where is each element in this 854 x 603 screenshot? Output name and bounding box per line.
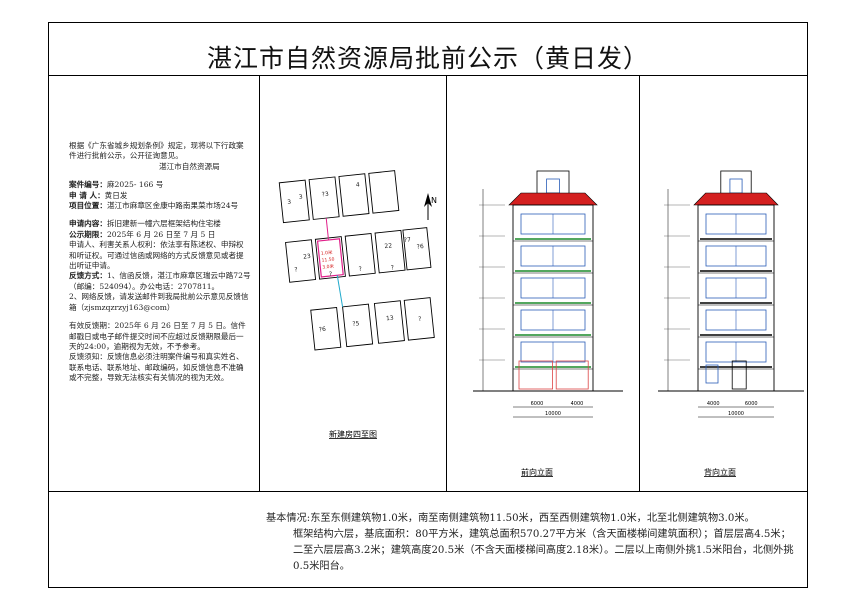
plot-label: 3 [299,193,304,200]
feedback-email: 2、网络反馈，请发送邮件到我局批前公示意见反馈信箱（zjsmzqzrzyj163… [69,292,249,312]
stair-window [546,178,560,194]
plot-label: ? [418,316,422,323]
back-elevation-caption: 背向立面 [704,467,736,477]
dimension-value: 6000 [745,401,758,407]
validity-period: 有效反馈期：2025年 6 月 26 日至 7 月 5 日。信件邮戳日或电子邮件… [69,321,246,351]
dimension-total: 10000 [728,411,744,417]
left-column-divider [259,75,260,491]
site-plan-caption: 新建房四至图 [329,429,377,439]
roof [693,192,779,206]
shop-door [555,360,589,390]
site-plan-drawing: 1.0米 11.50 3.0米 33 ?3 4 23 22 ?7 ?6???? ?6 ?5 13?… [278,170,437,439]
rear-door [731,360,747,390]
bottom-divider [49,491,807,492]
page-title: 湛江市自然资源局批前公示（黄日发） [206,44,649,73]
plot-label: 4 [356,181,361,188]
plot-label: ?5 [352,320,360,328]
dim-south: 11.50 [321,256,335,263]
plot-label: 13 [386,315,395,323]
case-content: 申请内容：拆旧建新一幢六层框架结构住宅楼 [69,219,221,229]
case-rights: 申请人、利害关系人权利：依法享有陈述权、申辩权和听证权。可通过信函或网络的方式反… [69,240,244,271]
plot-label: ? [329,271,333,278]
plot-label: ?6 [416,243,424,251]
intro-paragraph: 根据《广东省城乡规划条例》规定，现将以下行政案件进行批前公示，公开征询意见。 湛… [69,141,244,171]
case-period: 公示期限：2025年 6 月 26 日至 7 月 5 日 [69,229,216,239]
plot-label: ?3 [321,191,329,199]
case-location: 项目位置：湛江市麻章区金康中路南果菜市场24号 [69,201,239,211]
dim-east: 1.0米 [320,249,333,257]
shop-door [518,360,553,390]
dimension-value: 6000 [531,401,544,407]
elevation-divider [639,75,640,491]
plot-label: 23 [303,253,312,261]
dim-north: 3.0米 [322,263,335,271]
basic-description: 基本情况:东至东侧建筑物1.0米，南至南侧建筑物11.50米，西至西侧建筑物1.… [266,511,796,575]
description-label: 基本情况: [266,513,311,524]
plot-label: ?7 [404,236,412,244]
front-elevation-caption: 前向立面 [521,467,553,477]
north-label: N [431,196,437,205]
case-applicant: 申 请 人：黄日发 [69,190,128,200]
description-structure: 框架结构六层，基底面积：80平方米，建筑总面积570.27平方米（含天面楼梯间建… [293,529,794,572]
dimension-value: 4000 [707,401,720,407]
front-elevation-drawing: 前向立面 6000 4000 10000 [473,170,623,477]
site-plan-divider [446,75,447,491]
plot-label: ? [358,266,362,273]
rear-window [705,364,719,384]
description-boundaries: 东至东侧建筑物1.0米，南至南侧建筑物11.50米，西至西侧建筑物1.0米，北至… [310,513,755,524]
case-number: 案件编号：麻2025- 166 号 [69,180,164,190]
plot-label: ? [390,264,394,271]
feedback-method: 反馈方式：1、信函反馈，湛江市麻章区瑞云中路72号（邮编：524094）。办公电… [69,271,251,291]
plot-label: ? [294,266,298,273]
stair-window [729,178,743,194]
plot-label: 3 [287,199,292,206]
notice-frame: 湛江市自然资源局批前公示（黄日发） 根据《广东省城乡规划条例》规定，现将以下行政… [48,22,808,588]
dimension-value: 4000 [571,401,584,407]
title-divider [49,75,807,76]
roof [508,192,598,206]
case-info: 根据《广东省城乡规划条例》规定，现将以下行政案件进行批前公示，公开征询意见。 湛… [69,141,251,384]
north-arrow: N [424,193,437,220]
plot-label: ?6 [318,326,326,334]
plot-label: 22 [384,242,393,250]
feedback-notice: 反馈须知：反馈信息必须注明案件编号和真实姓名、联系电话、联系地址、邮政编码，如反… [69,352,244,383]
dimension-total: 10000 [545,411,561,417]
